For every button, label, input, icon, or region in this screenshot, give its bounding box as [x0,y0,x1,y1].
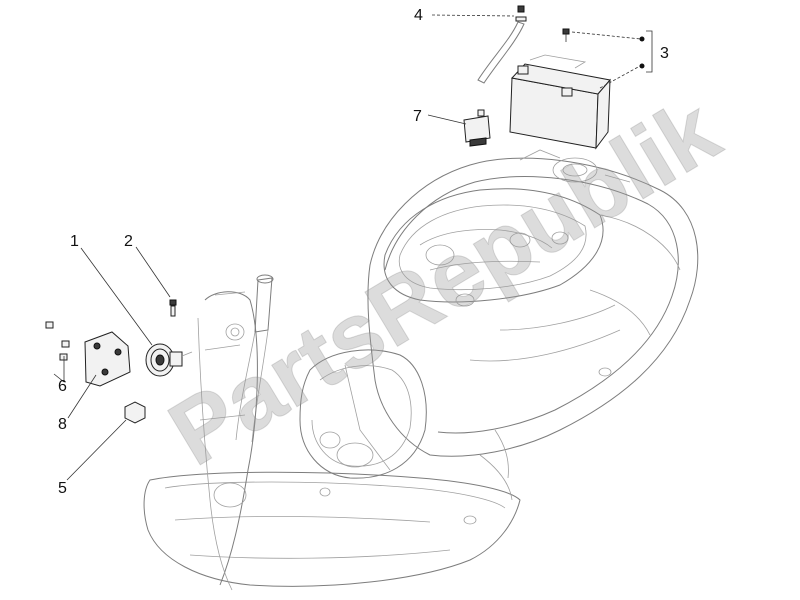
callout-7: 7 [413,108,422,125]
leader-lines [53,14,653,481]
horn-part [145,343,193,377]
callout-8: 8 [58,416,67,433]
scooter-body-frame [143,149,699,591]
callout-5: 5 [58,480,67,497]
battery-bolt-upper [562,28,570,42]
bracket-screws [45,321,70,361]
battery-part [509,54,611,150]
callout-2: 2 [124,233,133,250]
horn-bracket-part [84,331,131,387]
callout-4: 4 [414,7,423,24]
fuse-box-part [463,109,491,147]
battery-strap-bolt [477,5,527,84]
callout-3: 3 [660,45,669,62]
callout-1: 1 [70,233,79,250]
callout-labels: 1 2 3 4 5 6 7 8 [58,7,669,497]
callout-6: 6 [58,378,67,395]
watermark-text: PartsRepublik [153,79,737,485]
hex-nut-part [124,401,146,424]
horn-bolt [169,299,177,317]
